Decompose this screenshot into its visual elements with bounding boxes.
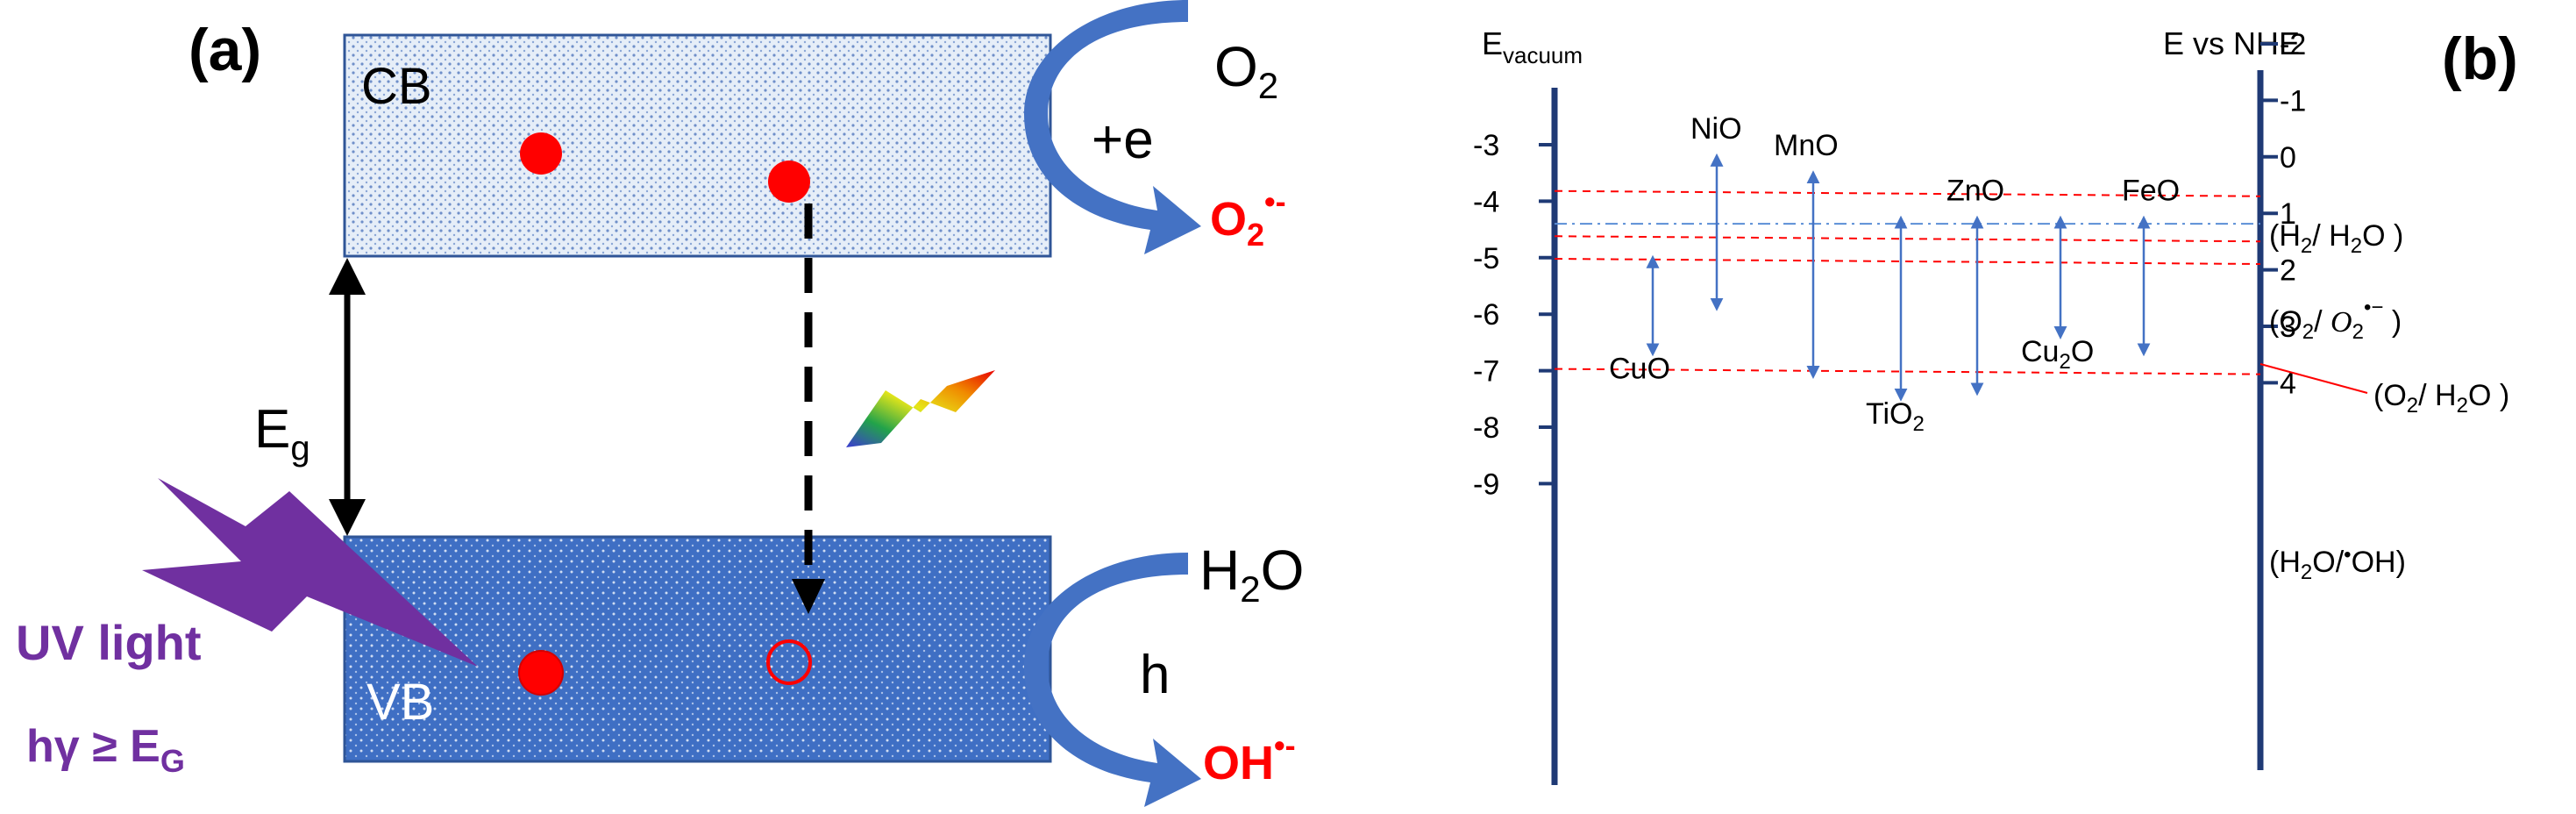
redox-label-h2: (H2/ H2O ) [2269,219,2403,258]
redox-label-o2-superoxide: (O2/ O2•− ) [2269,296,2402,344]
oxide-label-cuo: CuO [1609,352,1670,385]
oxide-label-mno: MnO [1774,129,1839,162]
uv-light-label: UV light [16,615,202,670]
oxide-label-tio2: TiO2 [1866,397,1925,436]
conduction-band-box [343,33,1052,258]
right-axis-tick-label: 0 [2280,141,2296,175]
h2o-label: H2O [1199,539,1304,610]
o2-label: O2 [1214,35,1278,106]
eg-label: Eg [254,399,310,468]
right-axis-tick-label: -1 [2280,84,2306,118]
vb-label: VB [366,674,434,731]
right-axis-tick-label: 1 [2280,197,2296,231]
oxide-label-feo: FeO [2122,175,2180,208]
panel-b-energy-diagram: (b) Evacuum E vs NHE -3-4-5-6-7-8-9 -2-1… [1473,25,2518,785]
panel-a: (a) CB VB Eg UV light hγ ≥ EG O2 + [16,0,1304,807]
left-axis-tick-label: -7 [1473,355,1499,389]
panel-a-label: (a) [189,17,261,83]
oxygen-reduction-curved-arrow [1024,0,1201,254]
redox-label-oh: (H2O/•OH) [2269,543,2406,584]
hydroxyl-label: OH•- [1203,727,1296,789]
valence-band-box [343,535,1052,763]
reference-line [1554,258,2261,266]
plus-electron-label: +e [1092,110,1154,170]
left-axis-tick-label: -9 [1473,468,1499,501]
recombination-arrow-head [792,579,825,614]
oxide-label-cu2o: Cu2O [2021,335,2094,374]
reference-line [1554,189,2261,197]
left-axis-tick-label: -5 [1473,242,1499,275]
left-axis-title: Evacuum [1482,25,1583,68]
panel-b-label: (b) [2442,25,2518,92]
left-axis-tick-label: -4 [1473,185,1499,218]
hole-filled [518,650,564,696]
right-axis-tick-label: 3 [2280,311,2296,344]
reference-line [1554,368,2261,375]
left-axis-tick-label: -8 [1473,411,1499,445]
reference-line [1554,235,2261,243]
uv-energy-label: hγ ≥ EG [26,721,185,779]
oxide-label-nio: NiO [1690,112,1742,146]
right-axis-tick-label: 4 [2280,367,2296,400]
electron-1 [520,132,562,175]
hole-h-label: h [1140,645,1170,705]
right-axis-tick-label: 2 [2280,254,2296,288]
hole-empty [766,639,812,685]
left-axis-tick-label: -6 [1473,298,1499,332]
redox-label-o2-h2o: (O2/ H2O ) [2373,379,2509,418]
right-axis-tick-label: -2 [2280,28,2306,61]
cb-label: CB [361,58,432,115]
left-axis-tick-label: -3 [1473,129,1499,162]
electron-2 [768,161,810,203]
emission-lightning-icon [846,370,995,447]
o2-h2o-leader-line [2259,363,2368,394]
water-oxidation-curved-arrow [1024,553,1201,807]
superoxide-label: O2•- [1210,183,1286,253]
oxide-label-zno: ZnO [1946,175,2004,208]
uv-lightning-icon [142,478,478,667]
